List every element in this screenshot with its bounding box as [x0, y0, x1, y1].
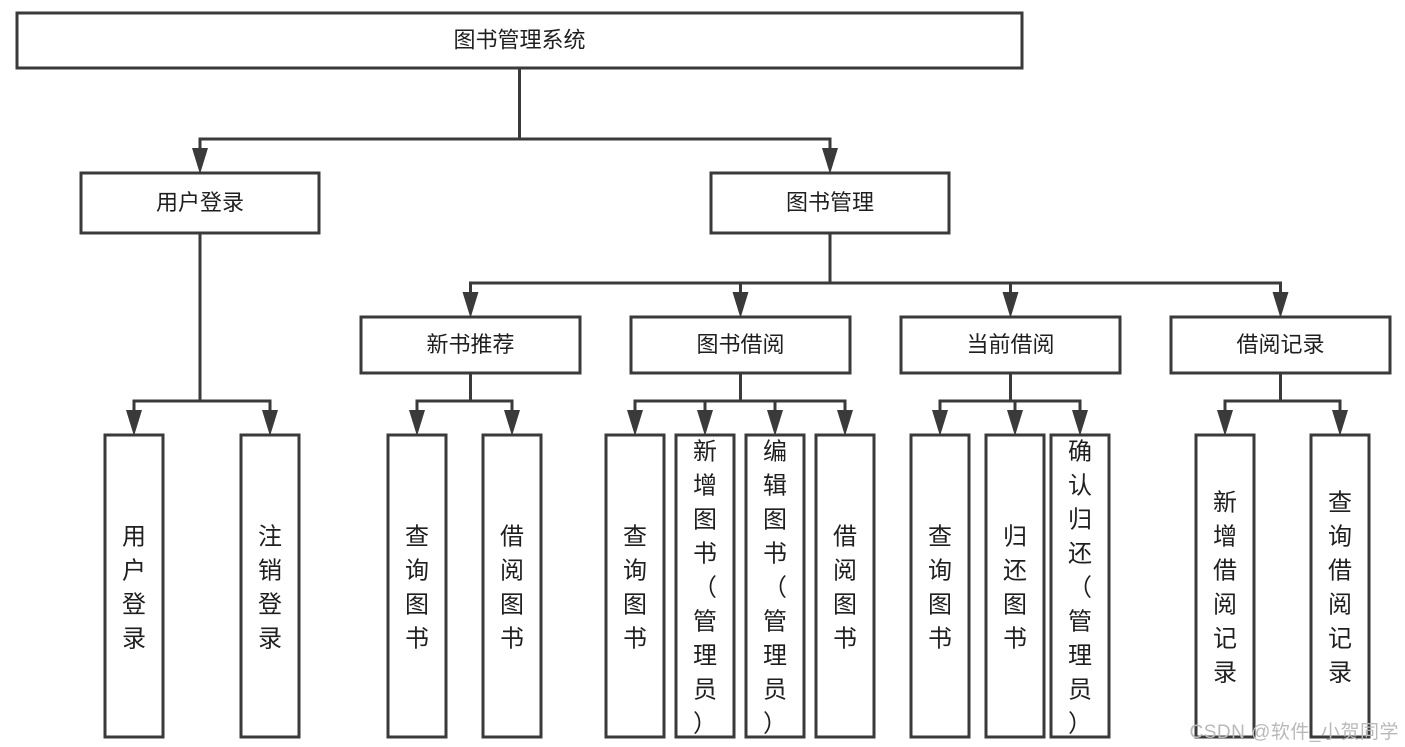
node-borrow-record[interactable]: 借阅记录	[1169, 315, 1392, 375]
node-leaf-return-book[interactable]: 归还图书	[984, 433, 1046, 739]
node-box[interactable]	[359, 315, 582, 375]
node-box[interactable]	[899, 315, 1122, 375]
node-box[interactable]	[79, 171, 321, 235]
arrow-head-icon	[732, 292, 749, 318]
arrow-head-icon	[262, 410, 278, 436]
arrow-head-icon	[1217, 410, 1233, 436]
node-box[interactable]	[1169, 315, 1392, 375]
node-label: 借阅图书	[500, 524, 524, 653]
node-label: 用户登录	[122, 524, 146, 653]
node-label: 查询图书	[928, 524, 952, 653]
node-box[interactable]	[629, 315, 852, 375]
arrow-head-icon	[1007, 410, 1023, 436]
node-label: 借阅记录	[1236, 332, 1324, 357]
node-label: 借阅图书	[833, 524, 857, 653]
node-new-book-rec[interactable]: 新书推荐	[359, 315, 582, 375]
node-user-login[interactable]: 用户登录	[79, 171, 321, 235]
connector-group	[462, 231, 1289, 318]
node-label: 图书借阅	[696, 332, 784, 357]
node-leaf-confirm-return[interactable]: 确认归还（管理员）	[1049, 433, 1111, 739]
node-box[interactable]	[604, 433, 666, 739]
arrow-head-icon	[126, 410, 142, 436]
node-box[interactable]	[709, 171, 951, 235]
arrow-head-icon	[697, 410, 713, 436]
node-leaf-borrow-book-1[interactable]: 借阅图书	[481, 433, 543, 739]
node-box[interactable]	[386, 433, 448, 739]
arrow-head-icon	[627, 410, 643, 436]
node-label: 图书管理	[786, 190, 874, 215]
node-leaf-add-record[interactable]: 新增借阅记录	[1194, 433, 1256, 739]
node-label: 新增借阅记录	[1213, 490, 1237, 687]
node-label: 归还图书	[1003, 524, 1027, 653]
arrow-head-icon	[822, 148, 838, 174]
arrow-head-icon	[409, 410, 425, 436]
connector-group	[932, 371, 1088, 436]
arrow-head-icon	[1002, 292, 1019, 318]
node-label: 确认归还（管理员）	[1068, 439, 1092, 738]
node-label: 查询图书	[405, 524, 429, 653]
node-box[interactable]	[984, 433, 1046, 739]
node-label: 用户登录	[156, 190, 244, 215]
node-label: 图书管理系统	[453, 27, 585, 52]
node-box[interactable]	[239, 433, 301, 739]
node-box[interactable]	[814, 433, 876, 739]
node-box[interactable]	[481, 433, 543, 739]
node-box[interactable]	[1049, 433, 1111, 739]
connector-group	[192, 66, 838, 174]
node-box[interactable]	[1309, 433, 1371, 739]
arrow-head-icon	[932, 410, 948, 436]
node-box[interactable]	[909, 433, 971, 739]
arrow-head-icon	[192, 148, 208, 174]
node-label: 查询图书	[623, 524, 647, 653]
node-leaf-query-book-3[interactable]: 查询图书	[909, 433, 971, 739]
arrow-head-icon	[1072, 410, 1088, 436]
node-leaf-query-book-2[interactable]: 查询图书	[604, 433, 666, 739]
arrow-head-icon	[504, 410, 520, 436]
connector-layer	[126, 66, 1348, 436]
watermark-text: CSDN @软件_小贺同学	[1189, 722, 1399, 743]
node-box[interactable]	[744, 433, 806, 739]
node-label: 新增图书（管理员）	[693, 439, 717, 738]
node-box[interactable]	[103, 433, 165, 739]
connector-group	[409, 371, 520, 436]
arrow-head-icon	[767, 410, 783, 436]
node-label: 编辑图书（管理员）	[763, 439, 787, 738]
node-current-borrow[interactable]: 当前借阅	[899, 315, 1122, 375]
arrow-head-icon	[462, 292, 479, 318]
arrow-head-icon	[1332, 410, 1348, 436]
arrow-head-icon	[1272, 292, 1289, 318]
node-box[interactable]	[1194, 433, 1256, 739]
node-leaf-borrow-book-2[interactable]: 借阅图书	[814, 433, 876, 739]
arrow-head-icon	[837, 410, 853, 436]
node-leaf-user-logout[interactable]: 注销登录	[239, 433, 301, 739]
connector-group	[126, 231, 278, 436]
node-box[interactable]	[15, 11, 1024, 70]
node-label: 当前借阅	[966, 332, 1054, 357]
connector-group	[1217, 371, 1348, 436]
connector-group	[627, 371, 853, 436]
node-label: 新书推荐	[426, 332, 514, 357]
node-leaf-query-record[interactable]: 查询借阅记录	[1309, 433, 1371, 739]
node-layer: 图书管理系统用户登录图书管理新书推荐图书借阅当前借阅借阅记录用户登录注销登录查询…	[15, 11, 1392, 739]
node-leaf-query-book-1[interactable]: 查询图书	[386, 433, 448, 739]
node-leaf-user-login[interactable]: 用户登录	[103, 433, 165, 739]
node-label: 注销登录	[258, 524, 282, 653]
node-book-manage[interactable]: 图书管理	[709, 171, 951, 235]
node-book-borrow[interactable]: 图书借阅	[629, 315, 852, 375]
node-leaf-add-book[interactable]: 新增图书（管理员）	[674, 433, 736, 739]
node-label: 查询借阅记录	[1328, 490, 1352, 687]
node-root[interactable]: 图书管理系统	[15, 11, 1024, 70]
node-box[interactable]	[674, 433, 736, 739]
node-leaf-edit-book[interactable]: 编辑图书（管理员）	[744, 433, 806, 739]
